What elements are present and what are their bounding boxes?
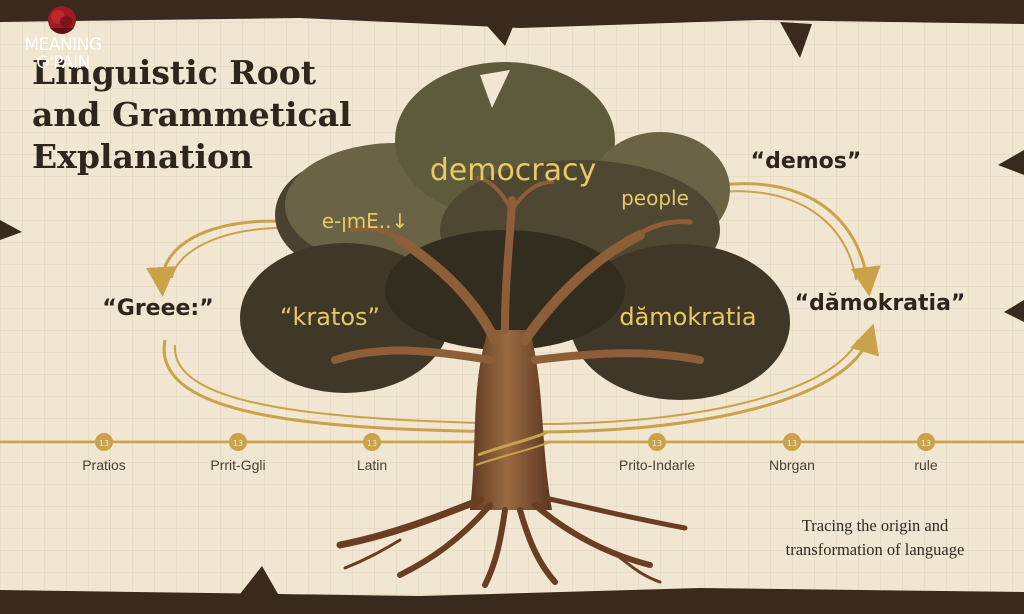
timeline-marker — [229, 433, 247, 451]
timeline-marker-glyph: 13 — [99, 439, 109, 448]
title-line-3: Explanation — [32, 137, 253, 176]
side-label-damokratia: “dămokratia” — [795, 291, 966, 316]
logo-line-1: MEANING — [24, 35, 102, 55]
canopy-right-label: dămokratia — [619, 303, 756, 331]
rose-icon — [48, 6, 76, 34]
arc-greek — [146, 219, 301, 297]
tree-roots — [336, 495, 688, 588]
timeline-label: rule — [914, 457, 938, 473]
tree-canopy — [240, 62, 790, 400]
timeline-label: Prrit-Ggli — [210, 457, 265, 473]
timeline-marker-glyph: 13 — [233, 439, 243, 448]
title-line-2: and Grammetical — [32, 95, 352, 134]
timeline-marker — [917, 433, 935, 451]
logo: MEANING O'PAIN — [4, 2, 124, 82]
canopy-left-top-label: e-ןmE..↓ — [322, 209, 409, 233]
timeline-marker — [648, 433, 666, 451]
page-title: Linguistic Root and Grammetical Explanat… — [32, 52, 352, 178]
title-line-1: Linguistic Root — [32, 53, 316, 92]
logo-line-2: O'PAIN — [36, 53, 90, 73]
timeline-marker-glyph: 13 — [367, 439, 377, 448]
timeline-marker-glyph: 13 — [652, 439, 662, 448]
side-label-greek: “Greee:” — [102, 296, 213, 321]
timeline-node: 13 rule — [914, 433, 938, 473]
timeline-label: Pratios — [82, 457, 126, 473]
timeline-marker — [95, 433, 113, 451]
timeline-label: Nbrgan — [769, 457, 815, 473]
timeline-marker-glyph: 13 — [787, 439, 797, 448]
timeline-label: Prito-Indarle — [619, 457, 695, 473]
logo-text: MEANING O'PAIN — [4, 36, 122, 72]
canopy-left-label: “kratos” — [280, 303, 380, 331]
tree-trunk — [331, 176, 704, 510]
timeline-marker — [363, 433, 381, 451]
timeline-nodes: 13Pratios13Prrit-Ggli13Latin13Prito-Inda… — [82, 433, 938, 473]
canopy-center-label: democracy — [430, 153, 597, 188]
canopy-right-top-label: people — [621, 186, 689, 210]
arc-demos — [719, 182, 881, 297]
timeline-marker — [783, 433, 801, 451]
timeline-label: Latin — [357, 457, 387, 473]
caption-line-1: Tracing the origin and — [801, 516, 949, 535]
side-label-demos: “demos” — [751, 149, 862, 174]
caption-line-2: transformation of language — [785, 540, 965, 559]
timeline-marker-glyph: 13 — [921, 439, 931, 448]
caption: Tracing the origin and transformation of… — [770, 514, 980, 562]
